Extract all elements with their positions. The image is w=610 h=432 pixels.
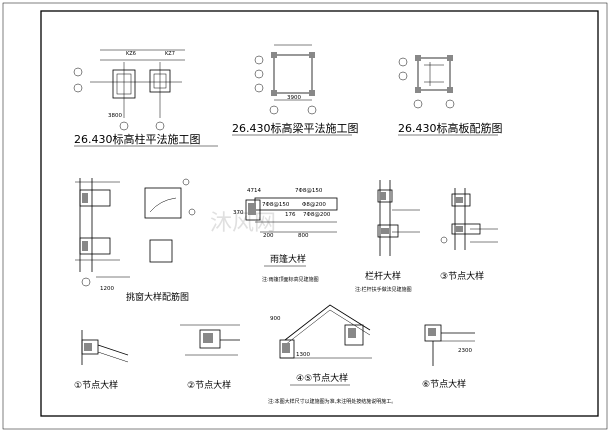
canopy-detail: 4714 7Φ8@150 7Φ8@150 Φ8@200 176 7Φ8@200 … — [233, 188, 338, 283]
parapet-detail: 栏杆大样 注:栏杆扶手做法见建施图 — [355, 180, 420, 293]
parapet-note: 注:栏杆扶手做法见建施图 — [355, 286, 412, 293]
kz7-label: KZ7 — [165, 51, 175, 57]
canopy-78-150b: 7Φ8@150 — [262, 202, 290, 208]
node-45-detail: 1300 900 ④⑤节点大样 — [270, 304, 372, 386]
column-plan: KZ6 KZ7 3800 26.430标高柱平法施工图 — [73, 49, 218, 147]
slab-plan-title: 26.430标高板配筋图 — [398, 121, 503, 135]
canopy-note: 注:雨篷顶面标高见建施图 — [262, 276, 319, 283]
canopy-detail-title: 雨篷大样 — [270, 253, 306, 265]
node-1-detail: ①节点大样 — [74, 330, 129, 391]
slab-plan: 26.430标高板配筋图 — [398, 55, 503, 136]
node-2-detail: ②节点大样 — [180, 324, 240, 391]
node-2-title: ②节点大样 — [187, 379, 231, 391]
node-3-title: ③节点大样 — [440, 270, 484, 282]
beam-plan-title: 26.430标高梁平法施工图 — [232, 121, 359, 135]
canopy-370: 370 — [233, 210, 244, 216]
node-3-detail: ③节点大样 — [440, 188, 498, 282]
window-detail-title: 挑窗大样配筋图 — [126, 291, 189, 303]
canopy-800: 800 — [298, 233, 309, 239]
column-dim-3800: 3800 — [108, 113, 122, 119]
kz6-label: KZ6 — [126, 51, 136, 57]
window-dim-1200: 1200 — [100, 286, 114, 292]
node-45-title: ④⑤节点大样 — [296, 372, 348, 384]
node-6-title: ⑥节点大样 — [422, 378, 466, 390]
canopy-4714: 4714 — [247, 188, 261, 194]
bottom-note: 注:本图大样尺寸以建施图为准,未注明处按结施说明施工。 — [268, 398, 396, 405]
canopy-78-150a: 7Φ8@150 — [295, 188, 323, 194]
parapet-detail-title: 栏杆大样 — [365, 270, 401, 282]
canopy-200: 200 — [263, 233, 274, 239]
node6-dim-2300: 2300 — [458, 348, 472, 354]
beam-plan: 3900 26.430标高梁平法施工图 — [232, 44, 359, 136]
window-detail: 1200 挑窗大样配筋图 — [75, 178, 196, 303]
canopy-78-200b: 7Φ8@200 — [303, 212, 331, 218]
canopy-176: 176 — [285, 212, 296, 218]
node-1-title: ①节点大样 — [74, 379, 118, 391]
node-6-detail: 2300 ⑥节点大样 — [422, 324, 475, 390]
beam-dim-3900: 3900 — [287, 95, 301, 101]
inner-frame — [40, 10, 599, 417]
canopy-78-200: Φ8@200 — [302, 202, 326, 208]
column-plan-title: 26.430标高柱平法施工图 — [74, 132, 201, 146]
node45-dim-1300: 1300 — [296, 352, 310, 358]
node45-dim-900: 900 — [270, 316, 281, 322]
